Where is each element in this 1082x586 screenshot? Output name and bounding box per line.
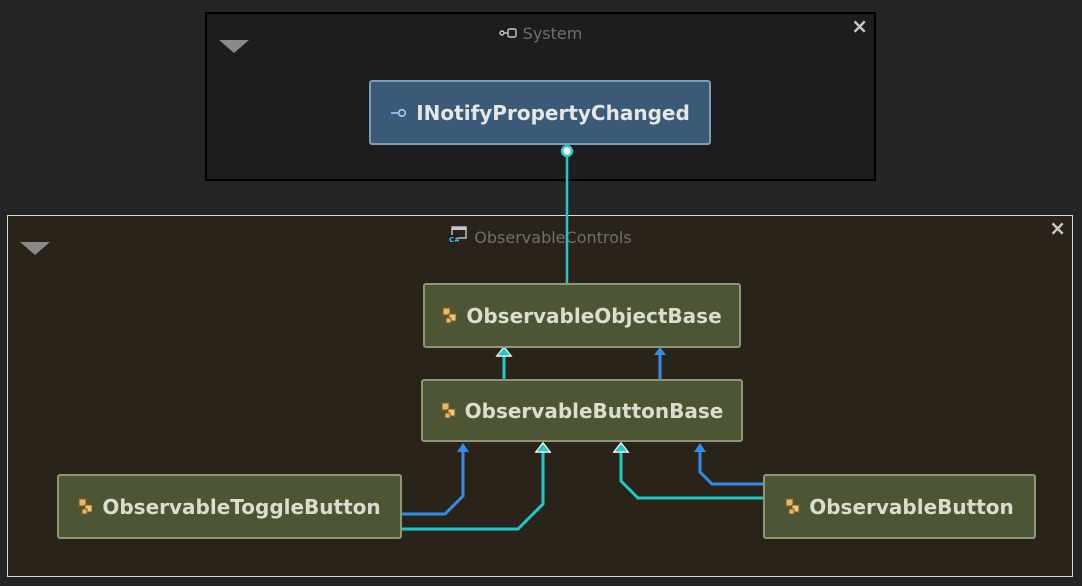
node-inotifypropertychanged[interactable]: INotifyPropertyChanged <box>369 80 711 145</box>
class-icon <box>78 498 94 516</box>
node-observablebuttonbase[interactable]: ObservableButtonBase <box>421 379 743 442</box>
close-icon[interactable]: × <box>851 14 868 38</box>
csharp-project-icon: C# <box>448 226 468 248</box>
group-title-system: System <box>207 24 874 43</box>
class-icon <box>442 307 458 325</box>
interface-icon <box>390 108 408 118</box>
group-title-observable-controls: C# ObservableControls <box>448 226 632 248</box>
svg-text:C#: C# <box>449 236 460 244</box>
collapse-icon[interactable] <box>20 242 50 255</box>
node-observabletogglebutton[interactable]: ObservableToggleButton <box>57 474 402 539</box>
close-icon[interactable]: × <box>1049 216 1066 240</box>
node-observableobjectbase[interactable]: ObservableObjectBase <box>423 283 741 348</box>
class-icon <box>441 402 457 420</box>
node-observablebutton[interactable]: ObservableButton <box>763 474 1036 539</box>
collapse-icon[interactable] <box>219 40 249 53</box>
group-system[interactable]: System × <box>205 12 876 181</box>
namespace-icon <box>498 24 517 43</box>
class-icon <box>785 498 801 516</box>
